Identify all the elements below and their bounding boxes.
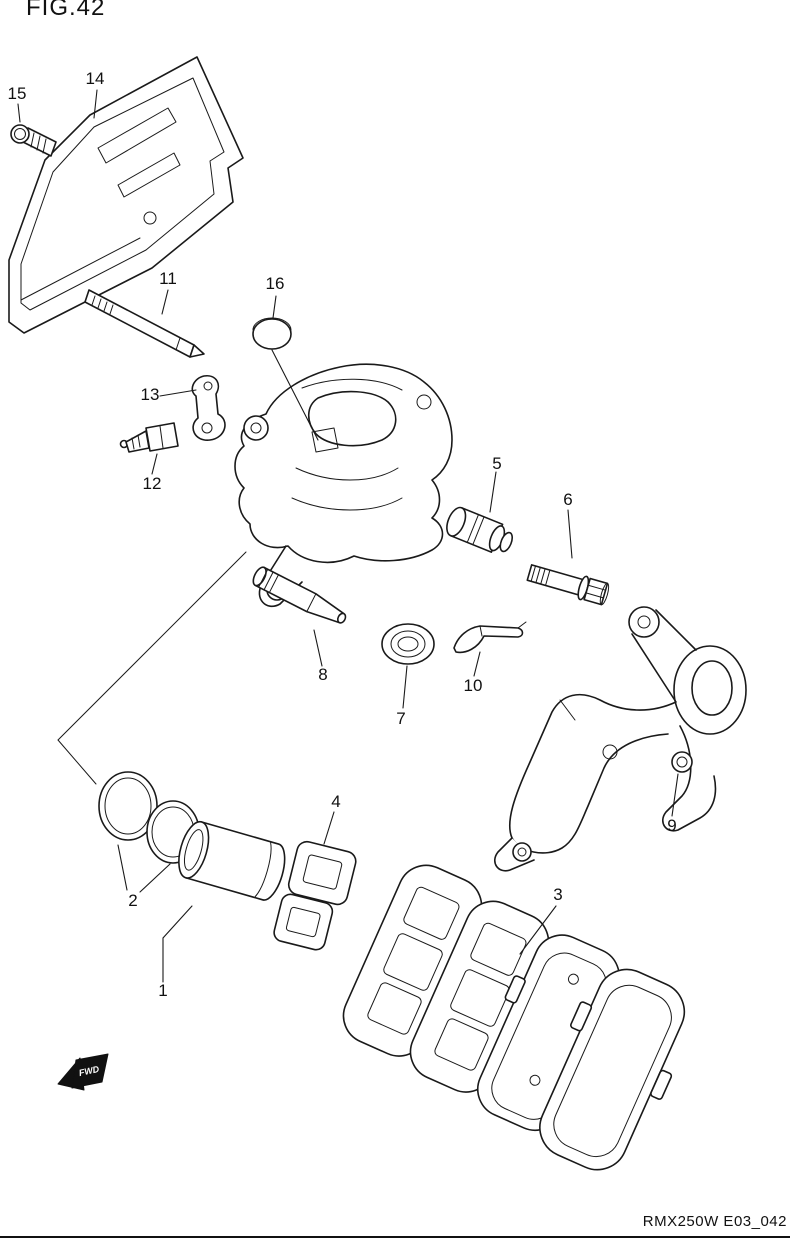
leader-1 (162, 905, 193, 983)
leader-2 (117, 844, 128, 891)
leader-11 (161, 289, 169, 315)
callout-3: 3 (553, 885, 562, 904)
callout-14: 14 (86, 69, 105, 88)
construction-lines (57, 551, 247, 785)
callout-4: 4 (331, 792, 340, 811)
part-10-pad-spring (453, 621, 527, 654)
leader-12 (151, 453, 158, 475)
fwd-label: FWD (78, 1064, 101, 1078)
part-3-brake-pad-set (342, 864, 686, 1171)
callout-11: 11 (159, 269, 177, 288)
callout-9: 9 (667, 816, 676, 835)
callout-15: 15 (8, 84, 27, 103)
brake-pad-backplate-2 (539, 968, 686, 1171)
fwd-arrow-banner-icon (71, 1053, 109, 1089)
callout-8: 8 (318, 665, 327, 684)
fwd-arrow: FWD (57, 1053, 109, 1091)
part-1-piston (178, 820, 286, 901)
leader-16 (272, 295, 277, 319)
part-7-boot (381, 623, 435, 665)
leader-2b (139, 863, 171, 893)
part-6-bolt (526, 564, 610, 606)
callout-16: 16 (266, 274, 285, 293)
part-8-caliper-pin (252, 566, 347, 624)
leader-14 (93, 89, 98, 119)
axis-line (57, 739, 97, 785)
callout-12: 12 (143, 474, 162, 493)
part-13-link-arm (191, 374, 226, 441)
figure-title: FIG.42 (26, 0, 106, 21)
leader-10 (473, 651, 481, 677)
leader-9 (671, 773, 679, 817)
leader-6 (567, 509, 573, 559)
leader-5 (489, 471, 497, 513)
leader-4 (323, 811, 335, 845)
axis-line (57, 551, 247, 741)
callout-6: 6 (563, 490, 572, 509)
part-9-caliper-bracket (494, 606, 747, 872)
part-16-cap (252, 317, 292, 350)
part-5-sleeve (446, 506, 514, 553)
part-11-slide-pin (84, 289, 205, 358)
callout-7: 7 (396, 709, 405, 728)
leader-16b (271, 349, 319, 441)
bottom-rule (0, 1236, 790, 1238)
leader-7 (402, 665, 408, 709)
leader-13 (159, 389, 197, 397)
part-15-bolt (10, 124, 57, 157)
figure-footer-code: RMX250W E03_042 (642, 1213, 787, 1230)
callout-2: 2 (128, 891, 137, 910)
callout-13: 13 (141, 385, 160, 404)
leader-3 (519, 905, 557, 955)
brake-pad-backplate-1 (477, 934, 620, 1132)
callout-5: 5 (492, 454, 501, 473)
leader-8 (313, 629, 323, 667)
part-4-pad-shims (273, 840, 357, 951)
part-12-bleeder-valve (119, 422, 179, 453)
leader-lines (17, 89, 679, 983)
callout-10: 10 (464, 676, 483, 695)
callout-1: 1 (158, 981, 167, 1000)
leader-15 (17, 103, 21, 123)
part-14-guard-plate (8, 56, 244, 334)
callout-numbers: 1 2 3 4 5 6 7 8 9 10 11 12 13 14 15 16 (8, 69, 677, 1000)
